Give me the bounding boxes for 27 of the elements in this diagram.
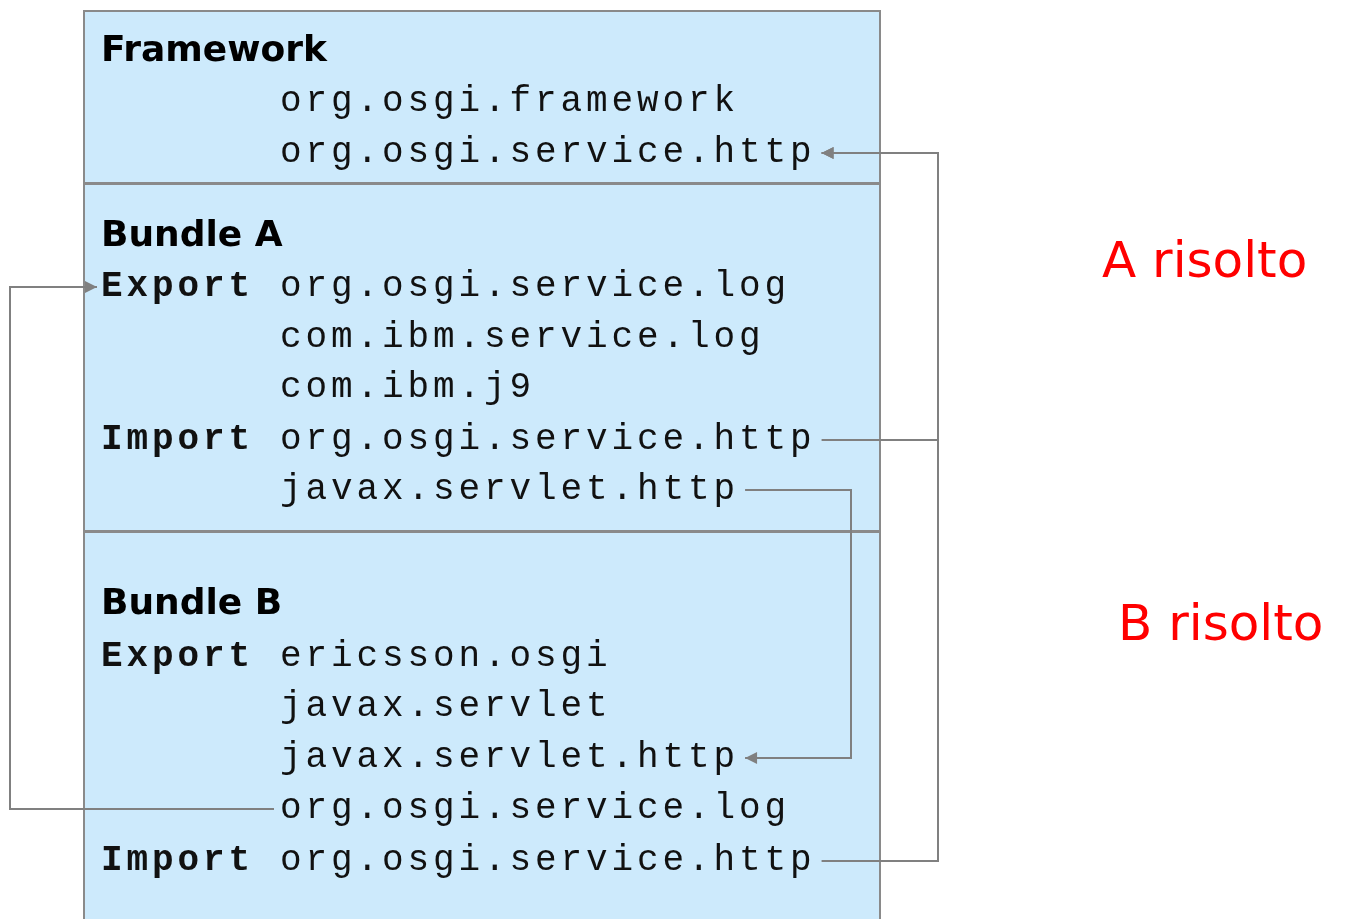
bundle-panel — [83, 10, 881, 184]
package-name: org.osgi.service.http — [280, 840, 816, 881]
keyword: Import — [101, 841, 256, 881]
package-name: org.osgi.service.log — [280, 266, 791, 307]
package-name: javax.servlet.http — [280, 470, 740, 510]
status-label: A risolto — [1102, 230, 1308, 290]
arrow — [9, 281, 275, 810]
arrow — [744, 489, 852, 764]
package-name: com.ibm.service.log — [280, 318, 765, 358]
package-name: javax.servlet — [280, 687, 612, 727]
bundle-panel — [83, 183, 881, 532]
section-heading: Bundle B — [101, 580, 283, 624]
keyword: Export — [101, 267, 256, 307]
package-name: ericsson.osgi — [280, 636, 612, 677]
arrow — [820, 147, 939, 862]
bundle-panel — [83, 531, 881, 919]
keyword: Export — [101, 637, 256, 677]
package-name: org.osgi.service.http — [280, 419, 816, 460]
package-name: org.osgi.framework — [280, 82, 740, 122]
package-name: org.osgi.service.log — [280, 789, 791, 829]
section-heading: Framework — [101, 27, 327, 71]
package-name: org.osgi.service.http — [280, 133, 816, 173]
section-heading: Bundle A — [101, 212, 283, 256]
keyword: Import — [101, 420, 256, 460]
package-name: javax.servlet.http — [280, 738, 740, 778]
status-label: B risolto — [1118, 593, 1324, 653]
package-name: com.ibm.j9 — [280, 368, 536, 408]
